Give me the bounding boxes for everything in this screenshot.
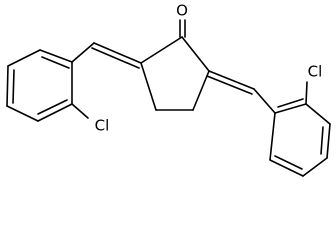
right-ring-bond-2-inner	[277, 98, 304, 108]
left-c-cl-bond	[71, 103, 89, 119]
right-ring-bond-5	[302, 157, 328, 177]
right-exo-double-bond-1	[208, 70, 255, 90]
right-exo-double-bond-2	[206, 75, 253, 95]
molecule-drawing: O Cl	[6, 2, 331, 177]
left-methylidene	[91, 42, 142, 69]
cyclopentanone-ring	[140, 36, 210, 111]
right-ring-bond-1	[253, 88, 276, 114]
ring-bond-c1-c2	[181, 36, 210, 72]
oxygen-atom-label: O	[176, 2, 188, 20]
right-ring-bond-2	[274, 103, 307, 114]
structure-diagram: O Cl	[6, 2, 331, 177]
right-ring-bond-4-inner	[320, 126, 324, 155]
left-exo-double-bond-1	[93, 42, 142, 64]
left-ring-bond-4-inner	[12, 69, 15, 104]
right-ring-bond-4	[326, 123, 331, 159]
left-ring-bond-6	[37, 103, 73, 122]
left-ring-bond-6-inner	[37, 99, 68, 115]
ring-bond-c2-c3	[192, 70, 210, 111]
right-ring-bond-6	[269, 159, 304, 177]
right-ring-bond-6-inner	[274, 155, 303, 170]
right-chlorophenyl-ring: Cl	[253, 63, 331, 177]
right-methylidene	[206, 70, 255, 95]
left-ring-bond-1	[71, 42, 95, 63]
left-exo-double-bond-2	[91, 47, 140, 69]
ring-bond-c5-c1	[140, 36, 183, 64]
right-chlorine-label: Cl	[308, 63, 323, 81]
left-chlorine-label: Cl	[95, 117, 110, 135]
left-chlorophenyl-ring: Cl	[6, 42, 110, 135]
left-ring-bond-2-inner	[41, 56, 70, 69]
left-ring-bond-4	[6, 65, 9, 107]
right-ring-bond-7	[269, 112, 276, 161]
carbonyl-group: O	[176, 2, 188, 38]
right-c-cl-bond	[305, 81, 308, 105]
right-ring-bond-3	[305, 103, 331, 125]
ring-bond-c4-c5	[140, 62, 157, 111]
left-ring-bond-5	[6, 105, 39, 122]
left-ring-bond-2	[39, 49, 73, 63]
left-ring-bond-3	[7, 49, 41, 67]
